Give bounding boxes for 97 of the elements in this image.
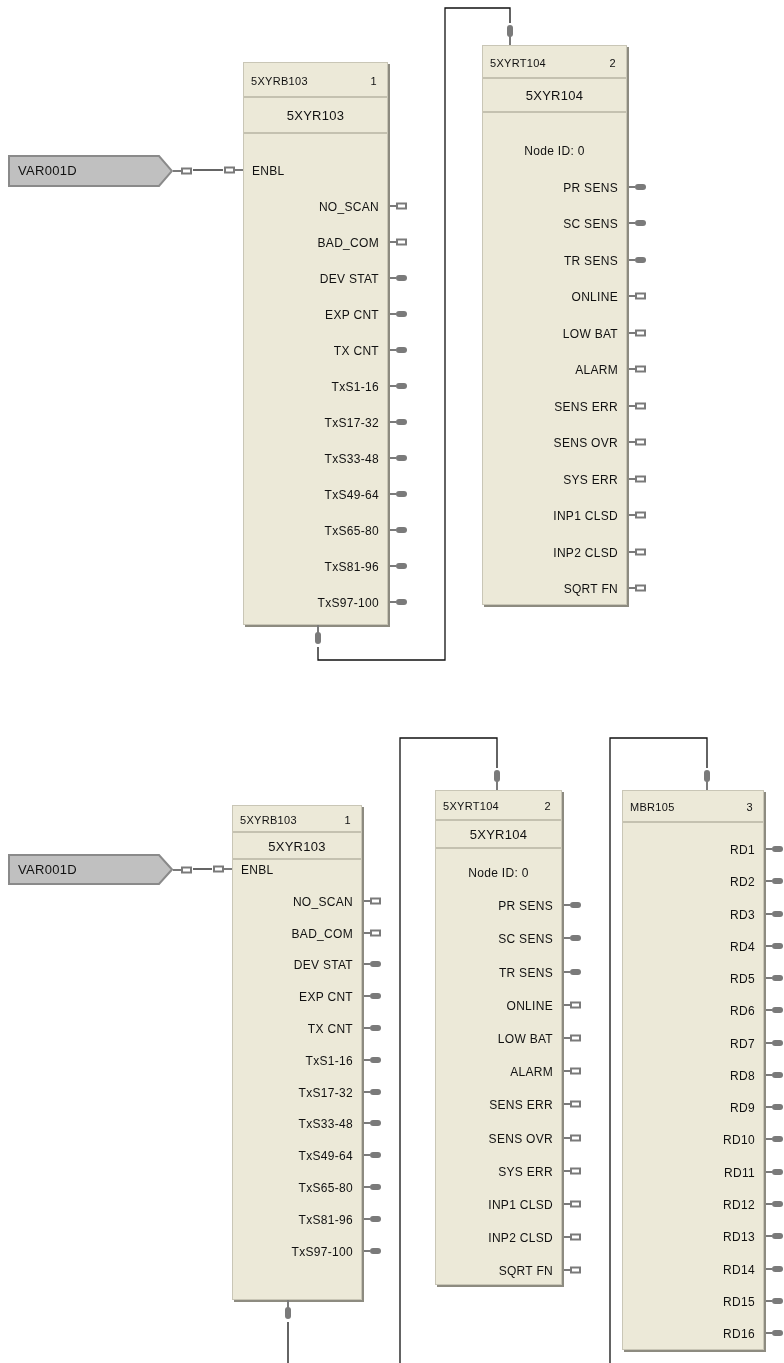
tag-label: VAR001D xyxy=(18,861,77,878)
function-block xyxy=(435,790,562,1285)
pin-label: PR SENS xyxy=(498,898,553,915)
pin-label: DEV STAT xyxy=(293,957,353,974)
pin-label: INP2 CLSD xyxy=(553,544,618,561)
pin-label: RD2 xyxy=(730,874,755,891)
pin-label: TxS49-64 xyxy=(298,1148,353,1165)
block-type: 5XYR103 xyxy=(285,108,346,124)
pin-label: RD14 xyxy=(723,1261,755,1278)
pin-label: SYS ERR xyxy=(563,471,618,488)
function-block xyxy=(243,62,388,625)
pin-label: RD8 xyxy=(730,1067,755,1084)
connector-line xyxy=(192,169,224,171)
pin-label: INP2 CLSD xyxy=(488,1230,553,1247)
pin-label: EXP CNT xyxy=(325,307,379,323)
pin-label: RD12 xyxy=(723,1196,755,1213)
pin-label: ONLINE xyxy=(506,997,553,1014)
pin-label: SENS ERR xyxy=(489,1097,553,1114)
block-name: 5XYRT104 xyxy=(443,799,499,814)
pin-label: RD1 xyxy=(730,842,755,858)
pin-label: ALARM xyxy=(575,362,618,378)
pin-label: INP1 CLSD xyxy=(488,1197,553,1213)
block-name: 5XYRT104 xyxy=(490,55,546,71)
pin-label: SENS OVR xyxy=(488,1130,553,1147)
pin-label: RD16 xyxy=(723,1326,755,1343)
pin-label: TxS97-100 xyxy=(291,1243,353,1260)
pin-label: SQRT FN xyxy=(498,1263,553,1280)
pin-label: NO_SCAN xyxy=(318,199,379,215)
pin-label: LOW BAT xyxy=(497,1031,553,1047)
pin-label: INP1 CLSD xyxy=(553,508,618,524)
block-name: 5XYRB103 xyxy=(251,73,308,89)
block-index: 2 xyxy=(609,55,616,71)
pin-label: ALARM xyxy=(510,1064,553,1081)
function-block xyxy=(622,790,764,1350)
pin-label: SENS OVR xyxy=(553,435,618,451)
pin-label: ONLINE xyxy=(571,289,618,305)
pin-label: RD7 xyxy=(730,1035,755,1052)
node-id-label: Node ID: 0 xyxy=(523,143,586,159)
block-type: 5XYR104 xyxy=(468,827,529,843)
input-tag xyxy=(8,155,173,187)
input-tag xyxy=(8,854,173,885)
pin-label: NO_SCAN xyxy=(292,893,353,910)
pin-label: TxS81-96 xyxy=(298,1211,353,1228)
pin-label: TxS33-48 xyxy=(324,451,379,467)
block-type: 5XYR103 xyxy=(267,838,327,855)
block-name: MBR105 xyxy=(630,800,675,815)
pin-label: TxS81-96 xyxy=(324,559,379,575)
block-type: 5XYR104 xyxy=(524,88,585,104)
connector-line xyxy=(399,737,498,1363)
pin-label: BAD_COM xyxy=(291,925,353,942)
pin-label: TX CNT xyxy=(307,1021,353,1037)
node-id-label: Node ID: 0 xyxy=(467,865,530,881)
pin-label: TX CNT xyxy=(333,343,379,359)
pin-label: SQRT FN xyxy=(563,581,618,597)
pin-label: TxS65-80 xyxy=(324,523,379,539)
pin-label: TR SENS xyxy=(498,964,553,981)
connector-line xyxy=(609,737,708,1363)
pin-label: ENBL xyxy=(241,862,274,878)
connector-line xyxy=(192,868,213,870)
pin-label: RD3 xyxy=(730,906,755,923)
block-index: 2 xyxy=(544,799,551,814)
pin-label: SYS ERR xyxy=(498,1163,553,1180)
pin-label: TxS17-32 xyxy=(298,1084,353,1101)
pin-label: PR SENS xyxy=(563,179,618,196)
pin-label: SENS ERR xyxy=(554,398,618,415)
block-index: 3 xyxy=(746,800,753,815)
pin-label: TxS97-100 xyxy=(317,595,379,611)
pin-label: TxS65-80 xyxy=(298,1180,353,1196)
function-block xyxy=(482,45,627,605)
pin-label: RD6 xyxy=(730,1003,755,1020)
pin-label: BAD_COM xyxy=(317,235,379,251)
pin-label: TxS17-32 xyxy=(324,415,379,431)
function-block xyxy=(232,805,362,1300)
pin-label: SC SENS xyxy=(498,931,553,948)
pin-label: LOW BAT xyxy=(562,325,618,342)
pin-label: RD15 xyxy=(723,1293,755,1310)
pin-label: RD13 xyxy=(723,1229,755,1246)
pin-label: RD5 xyxy=(730,971,755,988)
pin-label: RD9 xyxy=(730,1100,755,1117)
pin-label: RD11 xyxy=(724,1164,755,1181)
block-index: 1 xyxy=(344,812,351,828)
pin-label: TxS49-64 xyxy=(324,487,379,503)
pin-label: EXP CNT xyxy=(299,989,353,1006)
tag-label: VAR001D xyxy=(18,163,77,179)
connector-line xyxy=(317,7,511,661)
pin-label: ENBL xyxy=(252,163,285,179)
pin-label: DEV STAT xyxy=(319,271,379,287)
pin-label: RD10 xyxy=(723,1132,755,1149)
pin-label: TxS1-16 xyxy=(305,1052,353,1069)
block-name: 5XYRB103 xyxy=(240,812,297,828)
pin-label: RD4 xyxy=(730,938,755,955)
connector-line xyxy=(287,1321,289,1363)
pin-label: TxS1-16 xyxy=(331,379,379,395)
pin-label: TxS33-48 xyxy=(298,1116,353,1133)
pin-label: SC SENS xyxy=(563,216,618,232)
block-index: 1 xyxy=(370,73,377,89)
pin-label: TR SENS xyxy=(563,252,618,269)
